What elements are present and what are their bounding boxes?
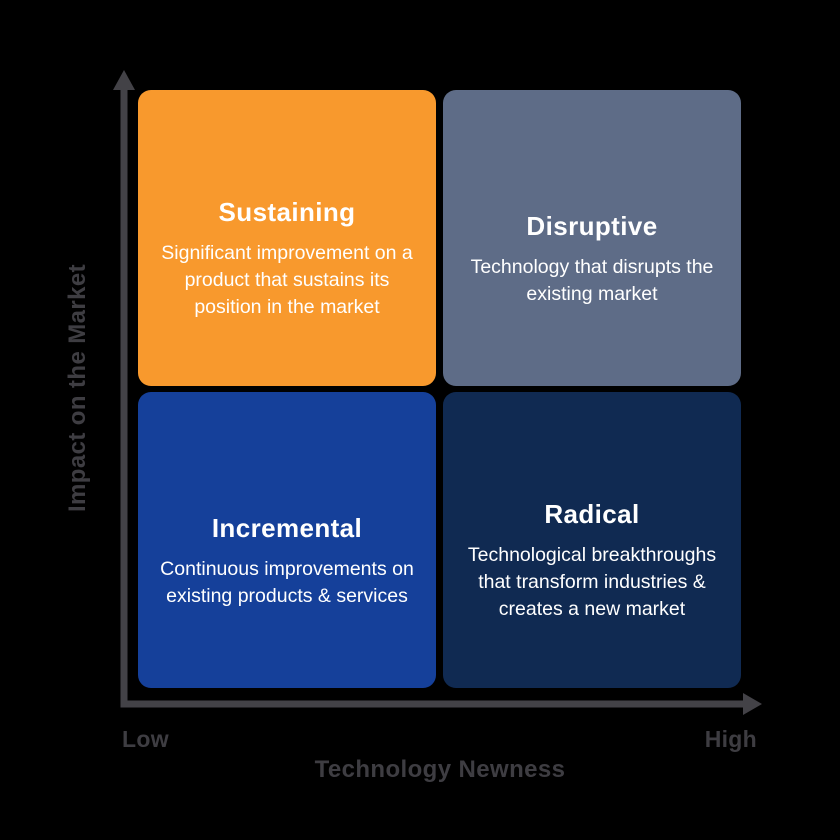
quadrant-radical: Radical Technological breakthroughs that… (443, 392, 741, 688)
quadrant-title: Incremental (211, 512, 363, 543)
x-axis-max-label: High (704, 726, 757, 752)
quadrant-title: Disruptive (526, 210, 658, 241)
x-axis-title: Technology Newness (314, 756, 566, 783)
quadrant-title: Sustaining (218, 197, 356, 228)
y-axis-arrow (113, 70, 135, 708)
quadrant-incremental: Incremental Continuous improvements on e… (138, 392, 436, 688)
quadrant-description: Significant improvement on a product tha… (161, 242, 413, 319)
y-axis-title: Impact on the Market (64, 263, 91, 513)
quadrant-sustaining: Sustaining Significant improvement on a … (138, 90, 436, 386)
quadrant-description: Technology that disrupts the existing ma… (470, 255, 714, 305)
quadrant-description: Technological breakthroughs that transfo… (467, 544, 717, 621)
quadrant-description: Continuous improvements on existing prod… (160, 557, 414, 607)
x-axis-min-label: Low (122, 726, 169, 752)
quadrant-disruptive: Disruptive Technology that disrupts the … (443, 90, 741, 386)
quadrant-title: Radical (544, 499, 640, 530)
x-axis-arrow (120, 693, 762, 715)
